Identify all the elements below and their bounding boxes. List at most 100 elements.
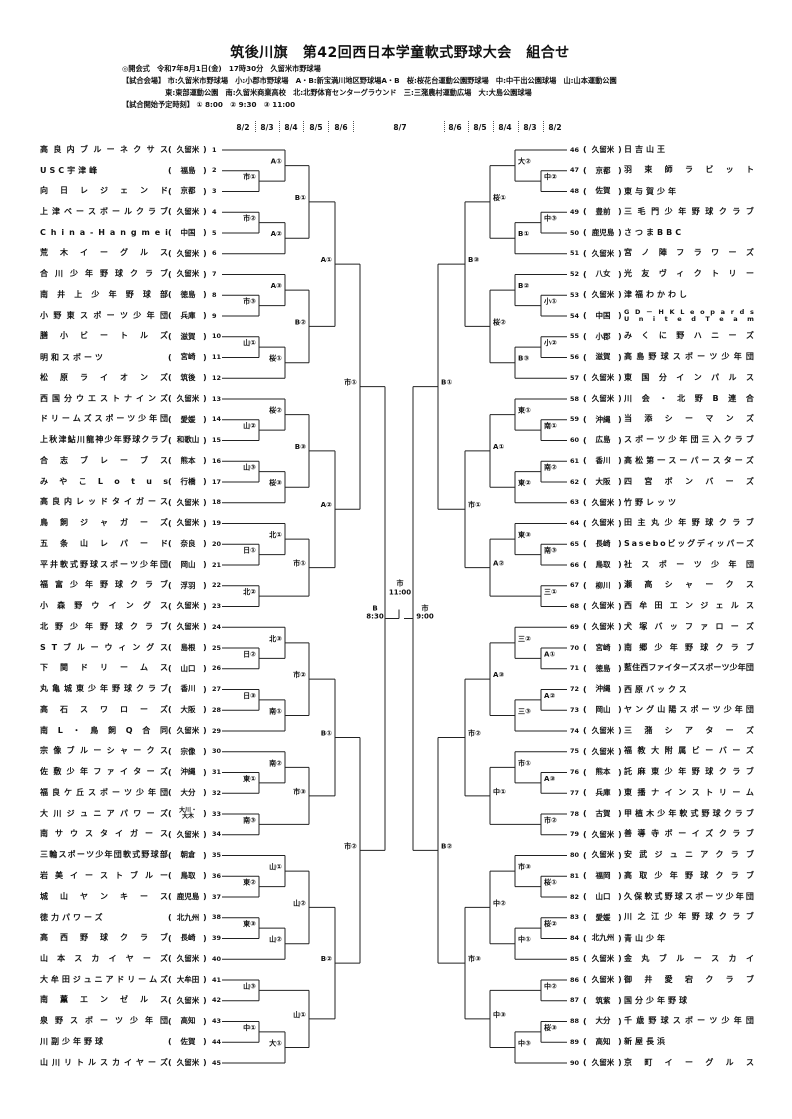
char: 関 bbox=[60, 663, 68, 673]
char: イ bbox=[664, 1057, 673, 1067]
char: 友 bbox=[641, 269, 650, 278]
char: ポ bbox=[690, 704, 699, 714]
date-left-round2: 8/3 bbox=[260, 123, 274, 132]
date-divider bbox=[328, 121, 329, 132]
team-name: 泉野スポーツ少年団 bbox=[40, 1017, 168, 1025]
char: 四 bbox=[624, 476, 632, 486]
char: ー bbox=[100, 1016, 108, 1025]
char: 秋 bbox=[49, 435, 58, 444]
team-row: 明和スポーツ(宮崎)11 bbox=[40, 352, 226, 363]
char: 江 bbox=[651, 912, 660, 922]
team-name: 安武ジュニアクラブ bbox=[624, 851, 754, 859]
char: 軟 bbox=[60, 559, 68, 569]
match-label: 中① bbox=[518, 935, 531, 944]
char: 寺 bbox=[651, 829, 660, 839]
char: ー bbox=[133, 746, 142, 756]
team-row: 50(鹿児島)さつまBBC bbox=[570, 227, 754, 238]
char: 球 bbox=[150, 850, 159, 859]
match-label: 山① bbox=[243, 338, 256, 347]
char: ズ bbox=[159, 767, 168, 776]
text-line: 上秋津鮎川龍神少年野球クラブ bbox=[40, 436, 168, 444]
char: ラ bbox=[145, 621, 153, 631]
char: 年 bbox=[678, 518, 687, 527]
text-line: 高取少年野球クラブ bbox=[624, 871, 754, 880]
team-prefecture: 長崎 bbox=[180, 933, 196, 943]
char: 内 bbox=[66, 144, 75, 154]
char: ス bbox=[94, 414, 103, 424]
team-number: 13 bbox=[212, 394, 222, 403]
char: 川 bbox=[53, 808, 62, 818]
char: ー bbox=[61, 414, 70, 424]
team-prefecture: 京都 bbox=[180, 186, 196, 196]
text-line: 山川リトルスカイヤーズ bbox=[40, 1058, 168, 1067]
paren-close: ) bbox=[203, 850, 207, 860]
char: 薫 bbox=[60, 995, 68, 1005]
char: ン bbox=[635, 704, 644, 714]
char: ヤ bbox=[624, 704, 632, 714]
paren-close: ) bbox=[203, 892, 207, 901]
team-name: 大川ジュニアパワーズ bbox=[40, 808, 168, 818]
char: 団 bbox=[159, 414, 168, 424]
match-label: 市② bbox=[468, 728, 481, 737]
char: ス bbox=[697, 663, 706, 673]
char: ロ bbox=[715, 621, 724, 631]
char: 鳥 bbox=[40, 518, 48, 527]
team-number: 7 bbox=[212, 270, 217, 278]
char: 託 bbox=[624, 767, 632, 776]
paren-close: ) bbox=[618, 331, 622, 341]
team-row: 53(久留米)津福わかわし bbox=[570, 289, 754, 300]
char: ビ bbox=[667, 538, 676, 548]
char: 年 bbox=[735, 891, 744, 901]
char: ド bbox=[160, 538, 168, 548]
team-name: 向日レジェンド bbox=[40, 187, 168, 195]
char: ュ bbox=[79, 808, 88, 818]
text-line: 三潴シアターズ bbox=[624, 726, 754, 735]
char: 福 bbox=[624, 746, 632, 756]
team-number: 30 bbox=[212, 747, 222, 756]
char: ス bbox=[711, 953, 720, 963]
team-name: 上秋津鮎川龍神少年野球クラブ bbox=[40, 436, 168, 444]
team-prefecture: 鳥取 bbox=[595, 559, 611, 569]
team-number: 67 bbox=[570, 581, 580, 590]
char: 美 bbox=[55, 870, 63, 880]
team-number: 23 bbox=[212, 602, 222, 610]
char: ー bbox=[112, 206, 120, 216]
char: 式 bbox=[654, 891, 663, 901]
char: 少 bbox=[88, 684, 96, 693]
char: ズ bbox=[705, 829, 714, 839]
paren-close: ) bbox=[203, 912, 207, 922]
char: タ bbox=[133, 767, 142, 776]
char: 年 bbox=[108, 289, 117, 299]
char: ク bbox=[718, 829, 727, 839]
team-row: 徳力パワーズ(北九州)38 bbox=[40, 912, 226, 923]
char: ウ bbox=[91, 601, 100, 610]
char: 入 bbox=[712, 435, 721, 444]
char: 式 bbox=[70, 559, 78, 569]
paren-open: ( bbox=[583, 975, 587, 984]
match-label: 日① bbox=[243, 547, 256, 555]
paren-close: ) bbox=[203, 207, 207, 217]
char: ジ bbox=[700, 601, 709, 610]
char: 国 bbox=[52, 393, 60, 403]
paren-open: ( bbox=[168, 248, 172, 258]
team-number: 11 bbox=[212, 353, 222, 361]
char: 高 bbox=[40, 704, 48, 714]
paren-open: ( bbox=[583, 394, 587, 403]
team-row: 南サウスタイガース(久留米)34 bbox=[40, 829, 226, 840]
text-line: 三輪スポーツ少年団軟式野球部 bbox=[40, 851, 168, 859]
paren-close: ) bbox=[618, 850, 622, 860]
char: 丸 bbox=[641, 953, 650, 963]
char: ツ bbox=[130, 559, 138, 569]
team-name: 岩美イーストブルー bbox=[40, 870, 168, 880]
team-prefecture: 久留米 bbox=[176, 601, 200, 611]
char: 添 bbox=[644, 414, 653, 424]
team-number: 33 bbox=[212, 809, 222, 818]
match-label: 中③ bbox=[493, 1010, 506, 1019]
char: ポ bbox=[684, 1016, 693, 1025]
team-name: 明和スポーツ bbox=[40, 352, 106, 362]
team-prefecture: 京都 bbox=[595, 165, 611, 175]
char: ラ bbox=[145, 269, 153, 278]
char: ラ bbox=[732, 206, 741, 216]
team-name: ヤング山陽スポーツ少年団 bbox=[624, 704, 754, 714]
